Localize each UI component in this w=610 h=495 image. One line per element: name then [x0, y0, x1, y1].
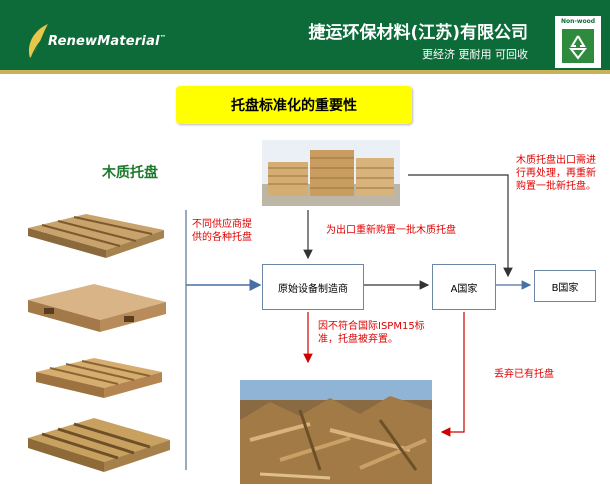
pallet-photo-2	[28, 284, 166, 332]
pallet-photo-3	[36, 358, 162, 398]
manufacturer-node: 原始设备制造商	[262, 264, 364, 310]
brand-name: RenewMaterial™	[48, 34, 166, 49]
company-slogan: 更经济 更耐用 可回收	[422, 48, 528, 61]
stacked-pallets-photo	[262, 140, 400, 206]
header-banner: RenewMaterial™ 捷运环保材料(江苏)有限公司 更经济 更耐用 可回…	[0, 0, 610, 74]
discarded-pallets-photo	[240, 380, 432, 484]
pallet-photo-4	[28, 418, 170, 472]
repurchase-annotation: 为出口重新购置一批木质托盘	[326, 225, 456, 236]
country-b-node: B国家	[534, 270, 596, 302]
pallet-photo-1	[28, 214, 164, 258]
slide-title: 托盘标准化的重要性	[176, 86, 412, 124]
export-annotation: 木质托盘出口需进行再处理，再重新购置一批新托盘。	[516, 155, 596, 192]
discard-annotation: 丢弃已有托盘	[494, 369, 554, 380]
wood-pallet-label: 木质托盘	[102, 165, 158, 181]
non-wood-badge: Non-wood	[555, 16, 601, 68]
header-stripe	[0, 70, 610, 74]
recycle-icon	[562, 29, 594, 63]
suppliers-annotation: 不同供应商提供的各种托盘	[192, 219, 252, 243]
country-a-node: A国家	[432, 264, 496, 310]
badge-label: Non-wood	[561, 18, 595, 25]
company-name: 捷运环保材料(江苏)有限公司	[308, 23, 528, 43]
export-repurchase-arrow	[408, 174, 513, 278]
leaf-logo-icon	[28, 24, 51, 58]
ispm-annotation: 因不符合国际ISPM15标准，托盘被弃置。	[318, 321, 425, 345]
discard-existing-arrow	[440, 312, 465, 437]
